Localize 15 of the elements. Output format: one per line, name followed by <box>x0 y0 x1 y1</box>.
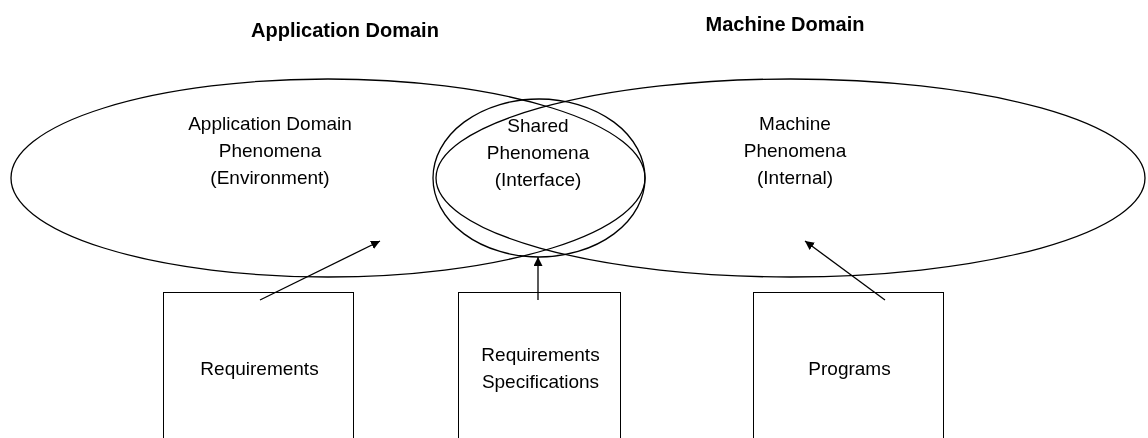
domain-ellipse <box>432 98 646 258</box>
phenomena-label: Shared Phenomena (Interface) <box>485 114 591 192</box>
domain-heading: Application Domain <box>250 18 440 42</box>
document-box <box>163 292 354 438</box>
document-box <box>458 292 621 438</box>
phenomena-label: Machine Phenomena (Internal) <box>742 112 848 190</box>
arrow <box>259 240 381 301</box>
arrow <box>804 240 886 301</box>
box-label: Requirements Specifications <box>480 343 601 394</box>
domain-heading: Machine Domain <box>704 12 866 36</box>
box-label: Requirements <box>199 357 320 381</box>
box-label: Programs <box>807 357 892 381</box>
arrow <box>533 256 543 301</box>
phenomena-label: Application Domain Phenomena (Environment) <box>187 112 353 190</box>
document-box <box>753 292 944 438</box>
